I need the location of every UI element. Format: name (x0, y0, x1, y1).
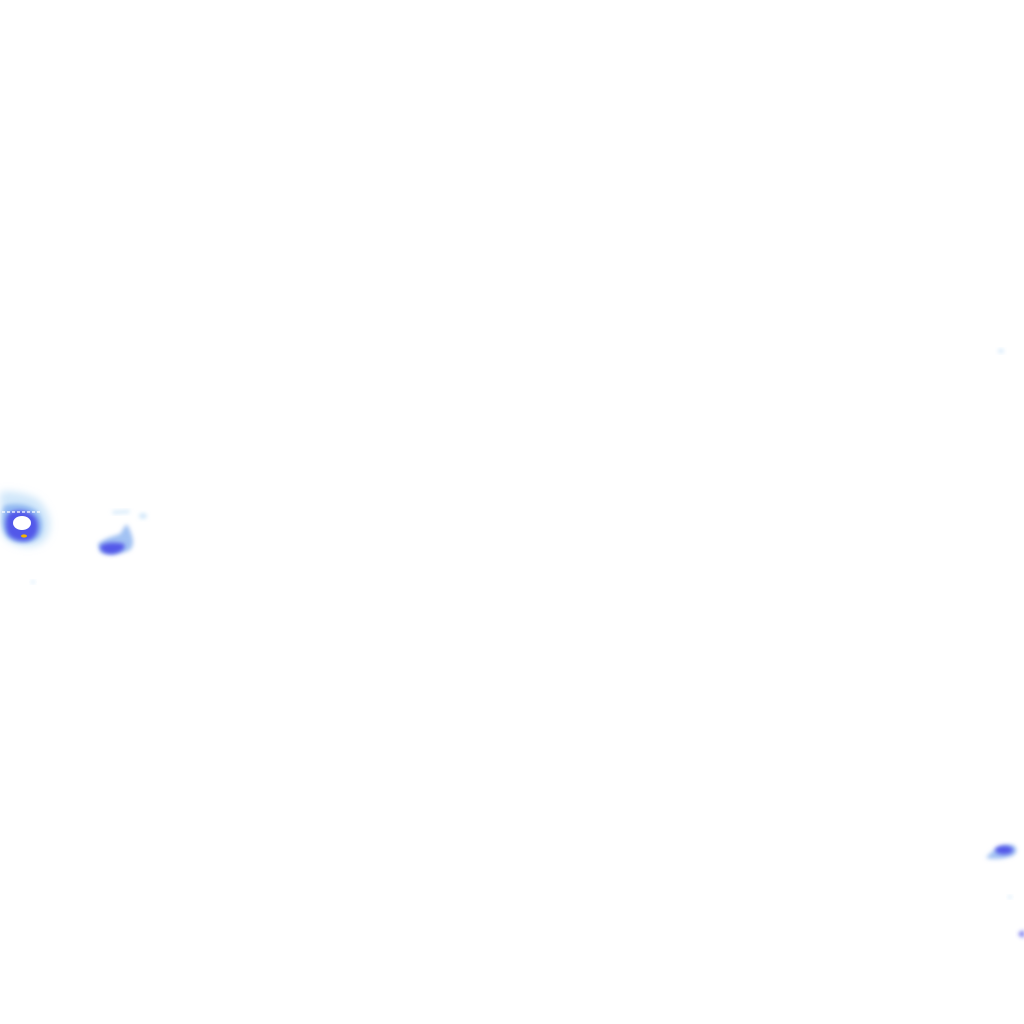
echo-west-cell (0, 491, 50, 547)
echo-west-small (98, 510, 147, 555)
echo-east-edge (1018, 930, 1024, 938)
echo-east-trace (31, 349, 1012, 899)
echo-southeast (986, 844, 1017, 860)
